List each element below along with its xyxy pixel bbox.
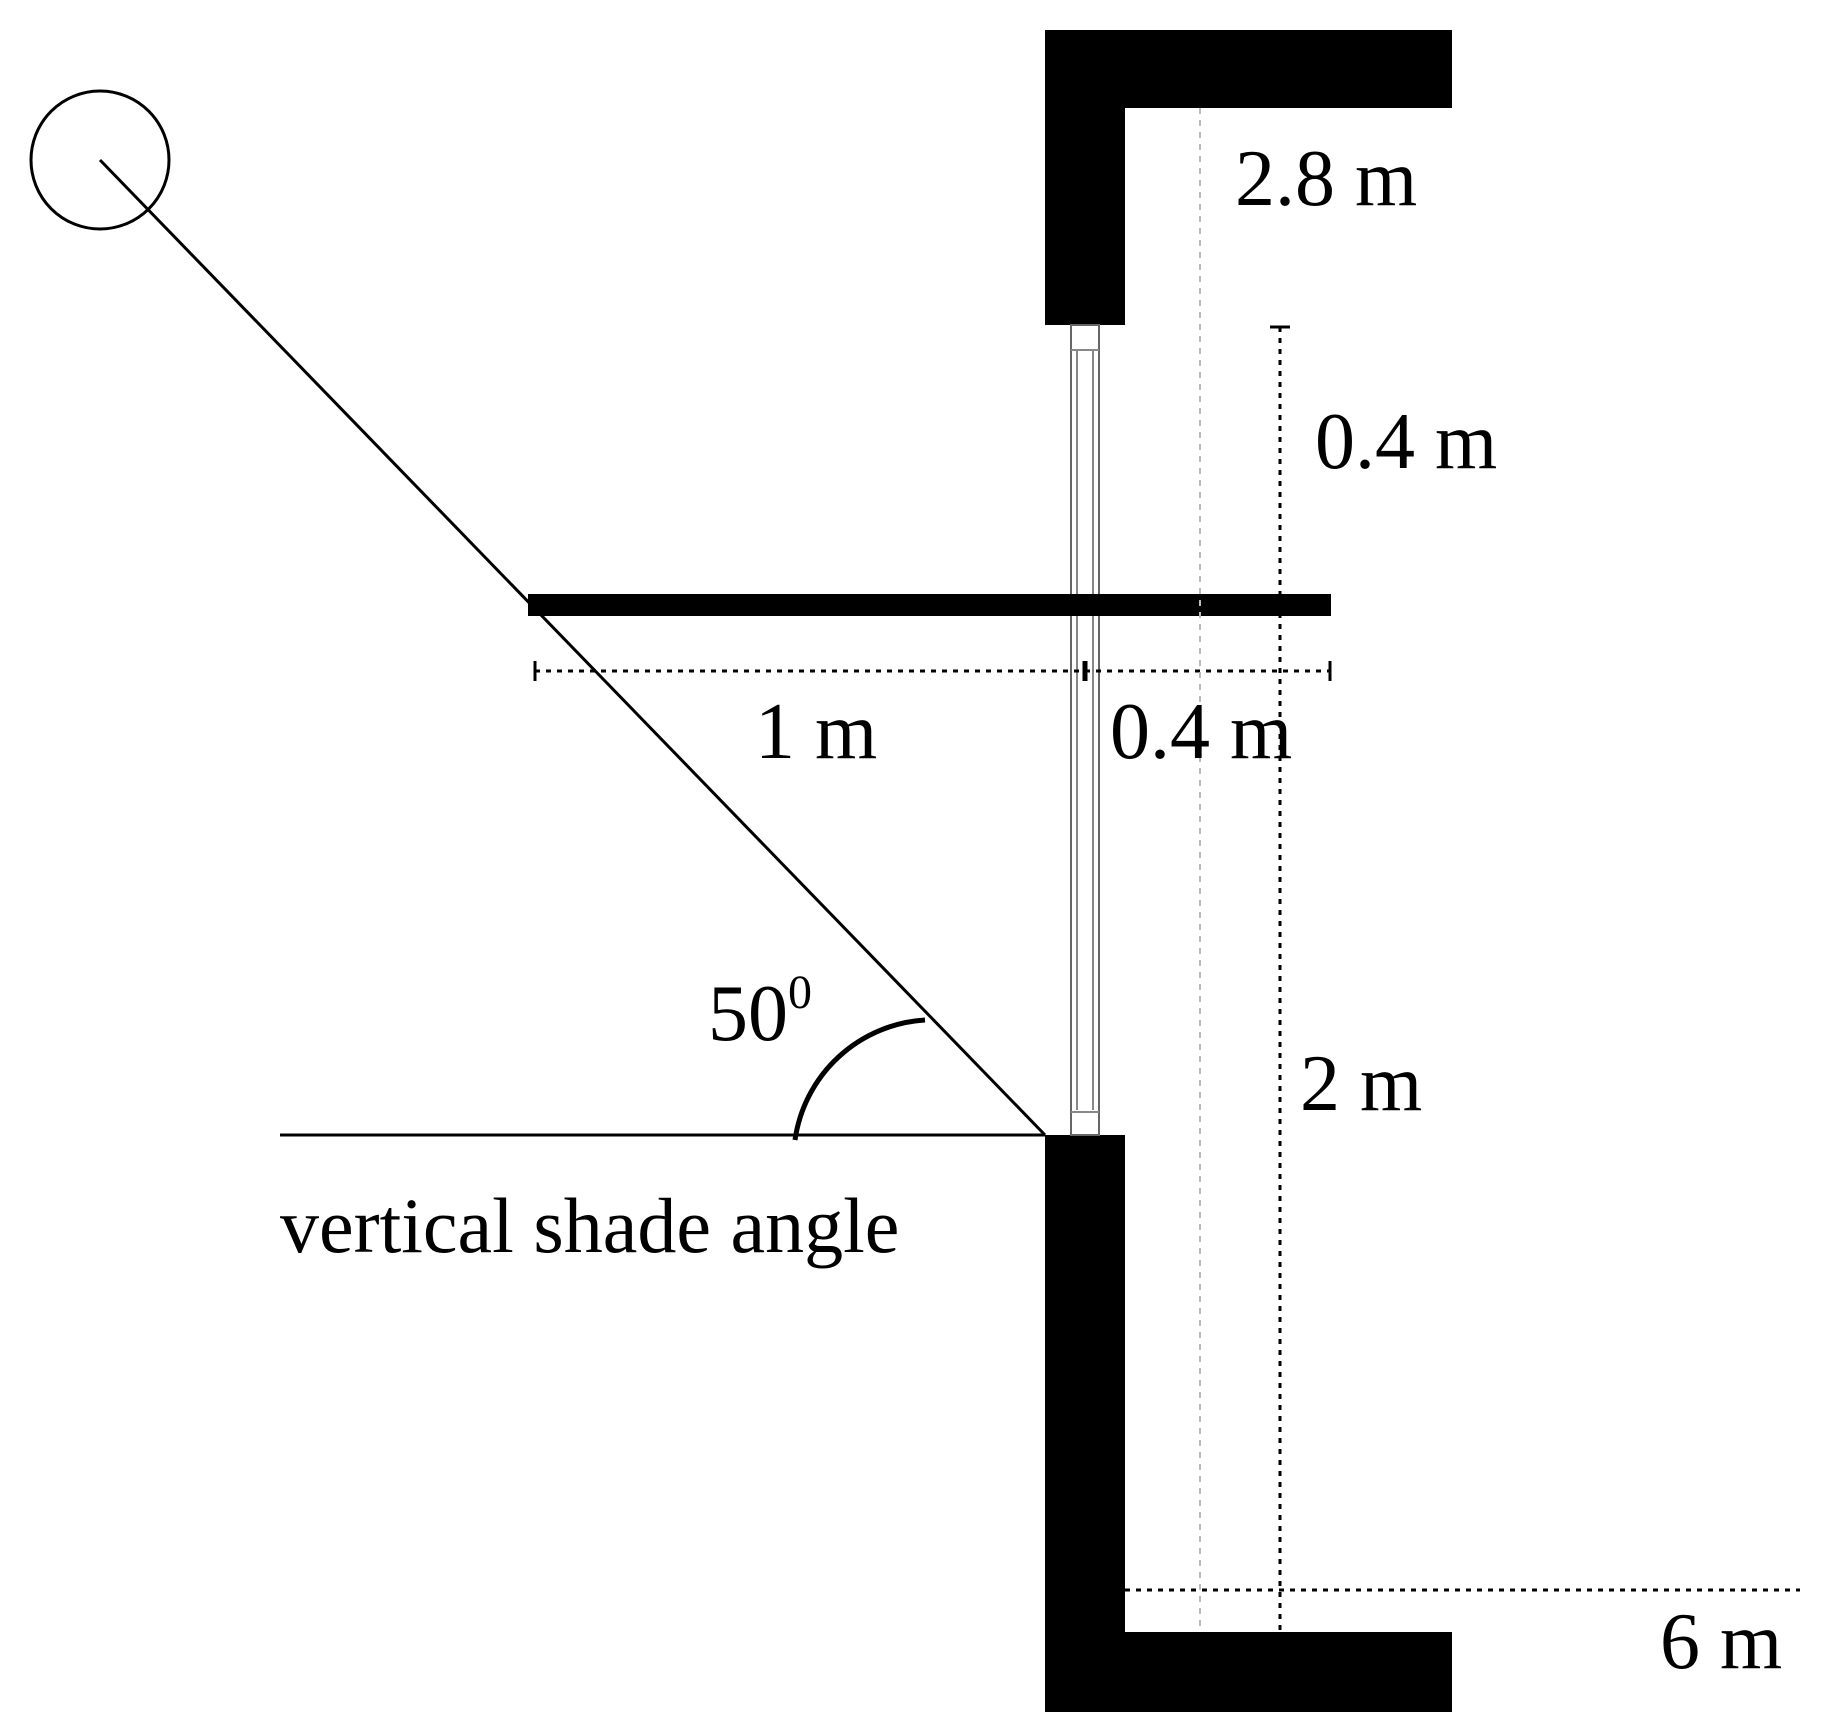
vertical-shade-angle-caption: vertical shade angle [280, 1182, 899, 1269]
window-top-gap-label: 0.4 m [1315, 398, 1497, 486]
room-depth-label: 6 m [1660, 1598, 1782, 1686]
angle-value-label: 500 [708, 966, 812, 1058]
sun-ray-line [98, 158, 1047, 1137]
overhang-shade [528, 594, 1331, 616]
lower-wall-section [1045, 1135, 1452, 1712]
angle-degree-superscript: 0 [788, 966, 812, 1019]
angle-value: 50 [708, 970, 788, 1058]
upper-wall-section [1045, 30, 1452, 325]
room-height-label: 2.8 m [1235, 135, 1417, 223]
sun-circle-icon [29, 89, 171, 231]
window-height-label: 2 m [1300, 1040, 1422, 1128]
shade-angle-arc [792, 1017, 926, 1141]
overhang-inner-label: 0.4 m [1110, 688, 1292, 776]
window-frame [1070, 324, 1100, 1136]
overhang-outer-label: 1 m [755, 688, 877, 776]
